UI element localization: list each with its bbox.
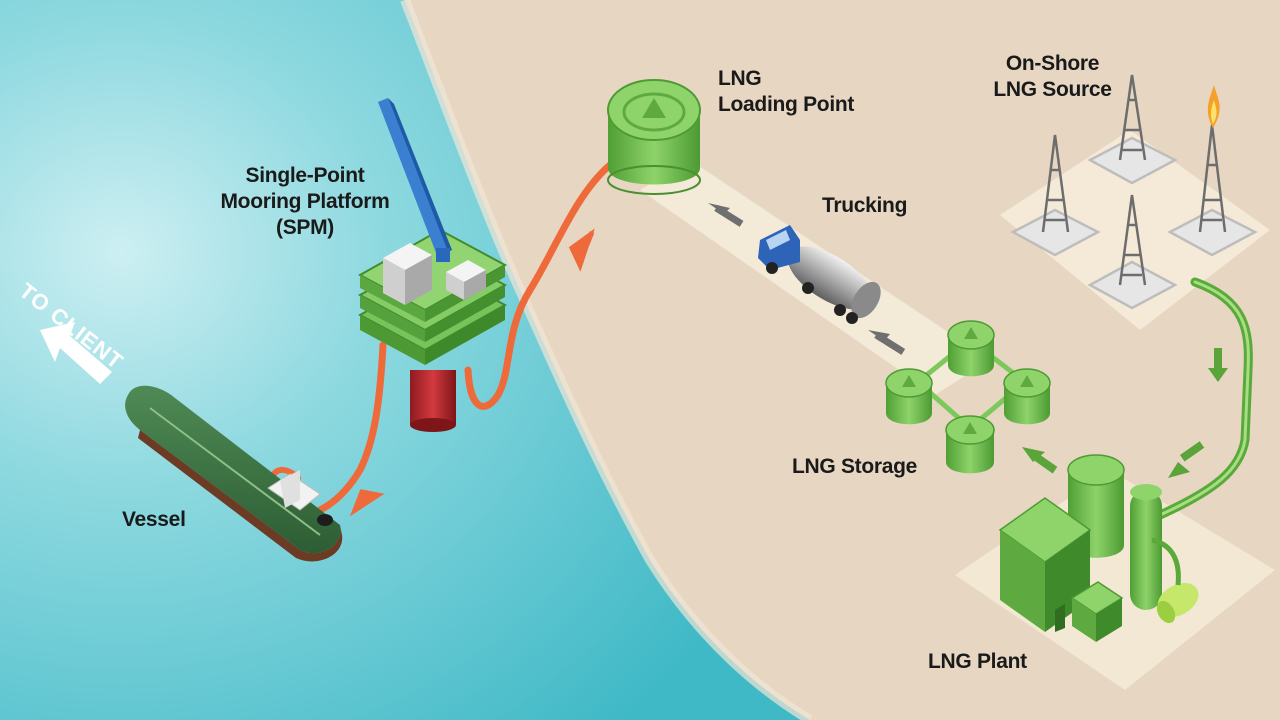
onshore-source-label: On-Shore LNG Source bbox=[980, 51, 1125, 103]
lng-plant bbox=[998, 454, 1199, 642]
spm-label-line2: Mooring Platform bbox=[220, 190, 390, 213]
onshore-derricks bbox=[1010, 74, 1258, 310]
storage-tanks bbox=[885, 320, 1051, 474]
plant-label: LNG Plant bbox=[928, 650, 1027, 673]
derrick-2 bbox=[1010, 134, 1101, 257]
to-client-arrow bbox=[40, 322, 112, 384]
spm-label-line1: Single-Point bbox=[245, 164, 365, 187]
storage-tank-left bbox=[885, 368, 933, 425]
flow-arrow-truck-to-loading bbox=[708, 203, 744, 227]
flow-arrow-to-vessel bbox=[349, 489, 385, 517]
loading-point-label: LNG Loading Point bbox=[718, 66, 878, 118]
storage-tank-bottom bbox=[945, 415, 995, 474]
onshore-source-pad bbox=[1000, 130, 1270, 330]
spm-platform bbox=[357, 98, 508, 432]
loading-point-label-line2: Loading Point bbox=[718, 93, 855, 116]
pipeline-spm-to-vessel bbox=[316, 341, 387, 514]
pipeline-loading-to-spm bbox=[464, 161, 614, 410]
trucking-label: Trucking bbox=[822, 194, 908, 217]
spm-label: Single-Point Mooring Platform (SPM) bbox=[210, 163, 400, 241]
spm-label-line3: (SPM) bbox=[276, 216, 334, 239]
tanker-truck bbox=[758, 225, 881, 324]
gas-flare-icon bbox=[1207, 85, 1220, 128]
flow-arrow-pipeline-to-plant bbox=[1168, 441, 1205, 478]
flow-arrow-plant-to-storage bbox=[1022, 447, 1058, 474]
storage-tank-right bbox=[1003, 368, 1051, 425]
vessel-label: Vessel bbox=[122, 508, 186, 531]
flow-arrow-to-spm bbox=[568, 228, 595, 272]
flow-arrow-storage-to-truck bbox=[868, 330, 906, 355]
derrick-1 bbox=[1087, 74, 1178, 185]
loading-point-tank bbox=[607, 79, 701, 195]
flow-arrow-pipeline-down bbox=[1208, 348, 1228, 382]
loading-point-label-line1: LNG bbox=[718, 67, 762, 90]
sea-area bbox=[0, 0, 810, 720]
shoreline bbox=[400, 0, 813, 720]
derrick-4 bbox=[1087, 194, 1178, 310]
onshore-source-label-line2: LNG Source bbox=[993, 78, 1112, 101]
vessel-ship bbox=[125, 385, 343, 562]
onshore-source-label-line1: On-Shore bbox=[1005, 52, 1100, 75]
storage-label: LNG Storage bbox=[792, 455, 918, 478]
storage-tank-top bbox=[947, 320, 995, 377]
